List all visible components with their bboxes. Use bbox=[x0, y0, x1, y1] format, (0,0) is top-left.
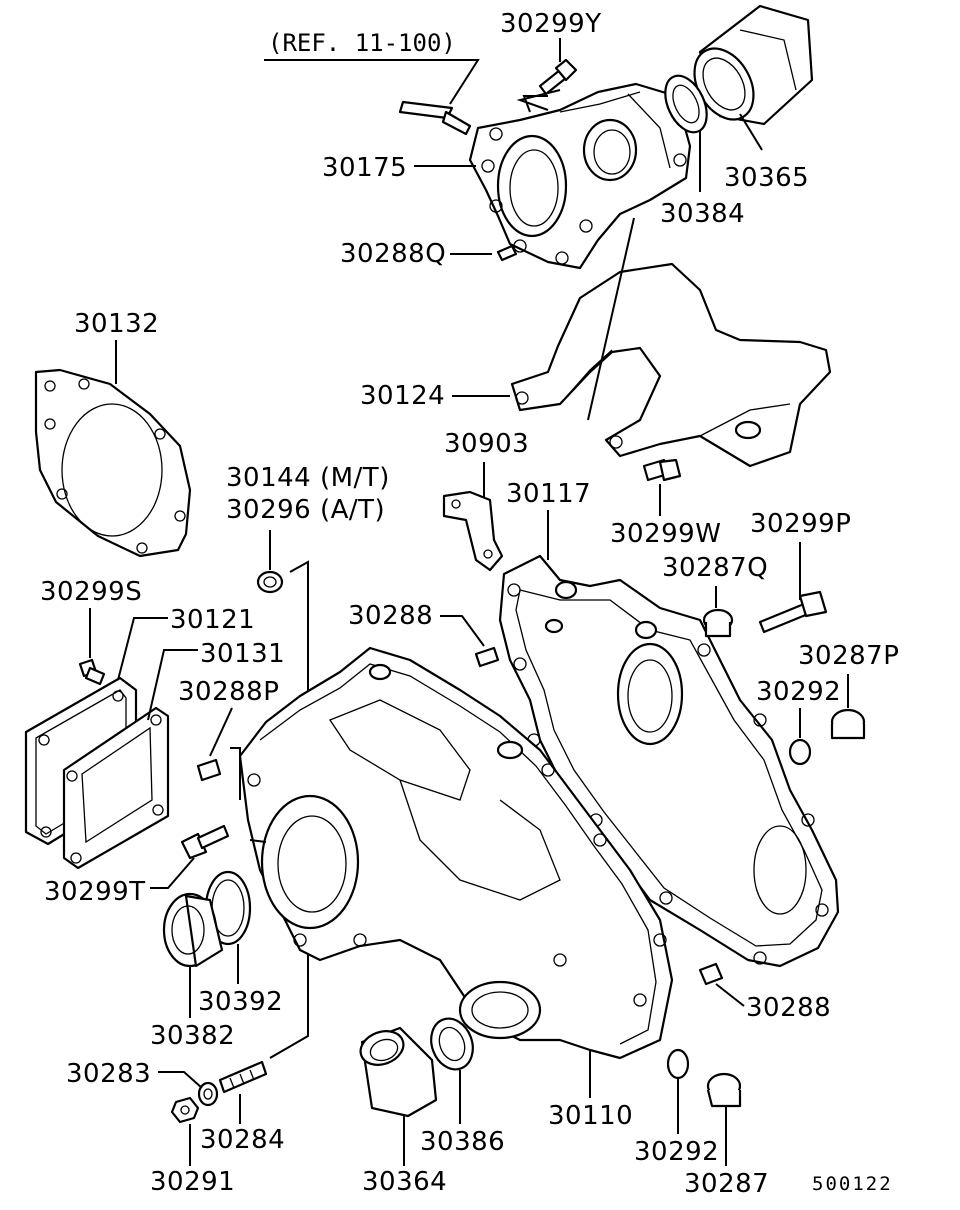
bolt-30299W bbox=[642, 458, 682, 482]
bracket-30903 bbox=[442, 490, 504, 572]
leader-30288-top bbox=[440, 615, 485, 647]
label-30288-bottom: 30288 bbox=[746, 993, 831, 1023]
gasket-30131 bbox=[62, 706, 170, 870]
label-30288P: 30288P bbox=[178, 677, 279, 707]
label-30365: 30365 bbox=[724, 163, 809, 193]
pin-30288P bbox=[196, 758, 222, 782]
bolt-30299S bbox=[78, 658, 106, 686]
rear-case-30117 bbox=[498, 554, 840, 968]
ref-note: (REF. 11-100) bbox=[268, 29, 456, 57]
label-30144: 30144 (M/T) bbox=[226, 463, 390, 493]
leader-30299Y bbox=[516, 38, 561, 111]
label-30121: 30121 bbox=[170, 605, 255, 635]
label-30292-top: 30292 bbox=[756, 677, 841, 707]
plug-30287Q bbox=[702, 608, 734, 638]
guide-line-top bbox=[522, 95, 548, 113]
bracket-30124 bbox=[510, 262, 832, 468]
label-30291: 30291 bbox=[150, 1167, 235, 1197]
label-30132: 30132 bbox=[74, 309, 159, 339]
leader-30121 bbox=[117, 617, 168, 681]
nut-30291 bbox=[170, 1096, 200, 1124]
label-30384: 30384 bbox=[660, 199, 745, 229]
guide-lines-left bbox=[230, 747, 267, 843]
adapter-housing-30175 bbox=[468, 82, 692, 270]
pin-ref-tip bbox=[441, 110, 472, 136]
label-30299Y: 30299Y bbox=[500, 9, 602, 39]
bolt-30299T bbox=[180, 824, 230, 860]
leader-30288-bottom bbox=[715, 983, 745, 1007]
gasket-30132 bbox=[34, 368, 192, 558]
label-30288Q: 30288Q bbox=[340, 239, 446, 269]
leader-30131 bbox=[147, 649, 198, 721]
washer-30292-top bbox=[788, 738, 812, 766]
pin-30288-top bbox=[474, 646, 500, 668]
leader-30124-link bbox=[587, 217, 635, 421]
label-30382: 30382 bbox=[150, 1021, 235, 1051]
sleeve-30364 bbox=[359, 1026, 438, 1118]
label-30283: 30283 bbox=[66, 1059, 151, 1089]
bolt-30299P bbox=[758, 590, 828, 634]
label-30299W: 30299W bbox=[610, 519, 721, 549]
label-30299S: 30299S bbox=[40, 577, 142, 607]
washer-30283 bbox=[197, 1081, 219, 1107]
pin-30288Q bbox=[496, 244, 518, 262]
label-30386: 30386 bbox=[420, 1127, 505, 1157]
ref-leader bbox=[264, 59, 480, 105]
leader-30365 bbox=[739, 113, 763, 151]
label-30292-bottom: 30292 bbox=[634, 1137, 719, 1167]
plug-30287P bbox=[830, 708, 866, 740]
label-30131: 30131 bbox=[200, 639, 285, 669]
ring-30384 bbox=[664, 74, 708, 134]
seal-30144 bbox=[256, 570, 284, 594]
leader-30288P bbox=[209, 707, 233, 757]
label-30110: 30110 bbox=[548, 1101, 633, 1131]
washer-30292-bottom bbox=[666, 1048, 690, 1080]
sleeve-30365 bbox=[693, 4, 814, 126]
ring-30386 bbox=[430, 1017, 474, 1071]
label-30117: 30117 bbox=[506, 479, 591, 509]
leader-30283 bbox=[158, 1071, 203, 1089]
label-30287P: 30287P bbox=[798, 641, 899, 671]
label-30288-top: 30288 bbox=[348, 601, 433, 631]
footer-code: 500122 bbox=[812, 1173, 893, 1195]
label-30124: 30124 bbox=[360, 381, 445, 411]
label-30296: 30296 (A/T) bbox=[226, 495, 385, 525]
label-30364: 30364 bbox=[362, 1167, 447, 1197]
bearing-30382 bbox=[162, 892, 224, 968]
plug-30287 bbox=[706, 1072, 742, 1108]
label-30299T: 30299T bbox=[44, 877, 146, 907]
leader-30299T bbox=[150, 857, 195, 889]
label-30392: 30392 bbox=[198, 987, 283, 1017]
label-30175: 30175 bbox=[322, 153, 407, 183]
label-30903: 30903 bbox=[444, 429, 529, 459]
pin-30288-bottom bbox=[698, 962, 724, 986]
bolt-30299Y bbox=[538, 58, 578, 96]
label-30287: 30287 bbox=[684, 1169, 769, 1199]
label-30284: 30284 bbox=[200, 1125, 285, 1155]
label-30287Q: 30287Q bbox=[662, 553, 768, 583]
label-30299P: 30299P bbox=[750, 509, 851, 539]
stud-30284 bbox=[218, 1060, 268, 1094]
transfer-case-30110 bbox=[238, 646, 674, 1060]
